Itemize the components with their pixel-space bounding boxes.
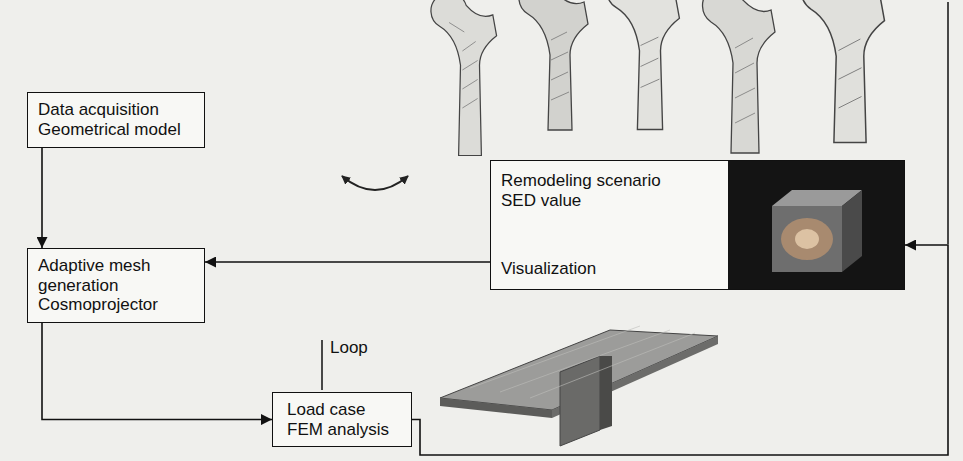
render-ground — [728, 161, 904, 289]
loop-label: Loop — [330, 338, 368, 358]
flow-arrow — [205, 261, 490, 263]
loop-line — [321, 340, 323, 390]
bone-hatching — [735, 38, 755, 123]
flow-arrow — [412, 245, 948, 455]
femur-sketch — [431, 0, 497, 156]
mesh-lines — [470, 326, 695, 398]
flow-arrow — [42, 323, 272, 420]
fem-plate — [440, 326, 718, 446]
panel-ground — [491, 161, 728, 289]
bone-hatching — [449, 23, 478, 109]
curved-arrow — [342, 176, 408, 190]
plate-web — [600, 356, 612, 430]
plate-web — [560, 356, 600, 446]
bone-hatching — [839, 39, 862, 108]
bone-outline — [607, 0, 680, 130]
scenario-panel: Remodeling scenario SED valueVisualizati… — [490, 160, 905, 290]
bone-hatching — [551, 32, 569, 100]
bone-outline — [703, 0, 775, 153]
flow-arrow — [41, 148, 43, 248]
bone-hatching — [641, 37, 660, 87]
stress-spot — [795, 229, 819, 249]
box-text: Remodeling scenario SED value — [501, 171, 686, 210]
cube-face — [842, 190, 862, 272]
cube-face — [772, 206, 842, 272]
femur-sketch — [607, 0, 680, 130]
bone-outline — [801, 0, 884, 142]
box-text: Visualization — [501, 259, 596, 279]
box-text: Load case FEM analysis — [287, 400, 397, 439]
plate-edge — [440, 398, 552, 418]
box-text: Adaptive mesh generation Cosmoprojector — [38, 256, 194, 315]
bone-outline — [519, 0, 588, 130]
femur-sketch — [519, 0, 588, 130]
bone-outline — [431, 0, 497, 156]
femur-sketch — [703, 0, 775, 153]
process-box: Data acquisition Geometrical model — [27, 92, 205, 148]
box-text: Data acquisition Geometrical model — [38, 100, 194, 139]
cube-render — [728, 161, 904, 289]
feed-line — [947, 2, 949, 244]
femur-sketch — [801, 0, 884, 142]
stress-spot — [781, 218, 833, 260]
process-box: Load case FEM analysis — [272, 392, 412, 447]
process-box: Adaptive mesh generation Cosmoprojector — [27, 248, 205, 323]
